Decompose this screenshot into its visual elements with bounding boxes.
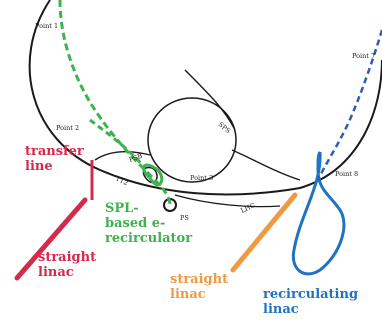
straight-linac-orange-track (230, 192, 298, 273)
straight-linac-orange-label-2: linac (170, 287, 206, 302)
straight-linac-red-label-2: linac (38, 265, 74, 280)
transfer-line-label-2: line (25, 159, 53, 174)
point-8-label: Point 8 (335, 170, 358, 178)
straight-linac-red-track (14, 197, 88, 281)
sps-upper-line (184, 69, 236, 131)
straight-linac-orange-label-1: straight (170, 272, 228, 287)
tt2-label: TT2 (114, 175, 129, 188)
erecirculator-label-1: SPL- (105, 201, 139, 216)
tt-line-right (231, 149, 301, 181)
erecirculator-label-2: based e- (105, 216, 165, 231)
erecirculator-track (58, 0, 172, 206)
lhc-ring-inner (62, 0, 290, 180)
lhc-line (174, 194, 281, 208)
recirculating-linac-label-1: recirculating (263, 287, 358, 302)
tt-line-left (94, 151, 151, 161)
ps-label: PS (180, 214, 189, 222)
transfer-line-label-1: transfer (25, 144, 84, 159)
point-3-label: Point 3 (190, 174, 213, 182)
recirculating-linac-label-2: linac (263, 302, 299, 317)
lhc-ring (28, 0, 382, 196)
sps-ring (147, 97, 237, 183)
point-1-label: Point 1 (35, 22, 58, 30)
straight-linac-red-label-1: straight (38, 250, 96, 265)
sps-label: SPS (217, 120, 232, 135)
lhc-line-label: LHC (239, 201, 256, 215)
erecirculator-label-3: recirculator (105, 231, 192, 246)
point-7-label: Point 7 (352, 52, 375, 60)
blue-dashed-line (316, 29, 382, 181)
recirculating-linac-track (291, 151, 346, 276)
point-2-label: Point 2 (56, 124, 79, 132)
erecirculator-loop (142, 163, 164, 187)
